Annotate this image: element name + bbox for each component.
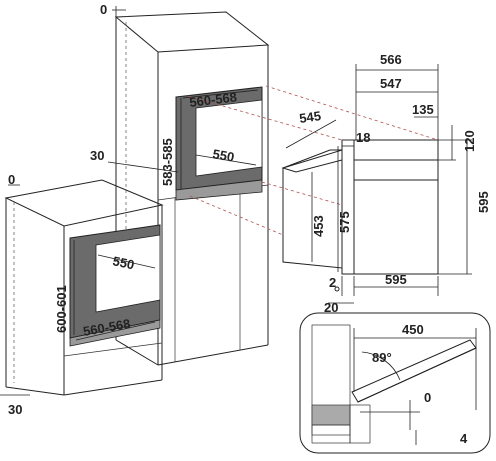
door-clearance-detail — [299, 312, 491, 454]
oven-top-offset-label: 135 — [412, 102, 434, 117]
oven-front-width-label: 595 — [385, 272, 407, 287]
tall-top-gap-label: 0 — [100, 2, 107, 17]
base-depth-label: 550 — [111, 253, 135, 272]
labels: 0 560-568 583-585 550 30 0 550 600-601 5… — [8, 2, 491, 446]
door-gap-label: 4 — [460, 431, 468, 446]
oven-bottom-offset-label: 2 — [329, 275, 336, 290]
oven-body-height-label: 575 — [337, 211, 352, 233]
base-top-gap-label: 0 — [8, 172, 15, 187]
door-width-label: 450 — [402, 322, 424, 337]
oven-front-depth-label: 20 — [324, 300, 338, 315]
oven-overall-depth-label: 566 — [380, 52, 402, 67]
oven-total-height-label: 595 — [476, 191, 491, 213]
tall-opening-height-label: 583-585 — [160, 138, 175, 186]
tall-plinth-label: 30 — [90, 148, 104, 163]
oven-cavity-height-label: 453 — [311, 215, 326, 237]
oven-panel-height-label: 120 — [462, 130, 477, 152]
base-unit — [0, 179, 164, 396]
base-opening-height-label: 600-601 — [54, 285, 69, 333]
oven-rear-depth-label: 545 — [298, 108, 322, 126]
door-clearance-label: 0 — [424, 390, 431, 405]
tall-depth-label: 550 — [211, 146, 235, 165]
base-plinth-label: 30 — [8, 402, 22, 417]
oven-body-depth-label: 547 — [380, 76, 402, 91]
tall-opening-width-label: 560-568 — [189, 89, 238, 110]
oven-appliance — [187, 64, 472, 304]
door-angle-label: 89° — [372, 350, 392, 365]
tall-unit — [107, 6, 270, 366]
oven-front-thickness-label: 18 — [356, 130, 370, 145]
